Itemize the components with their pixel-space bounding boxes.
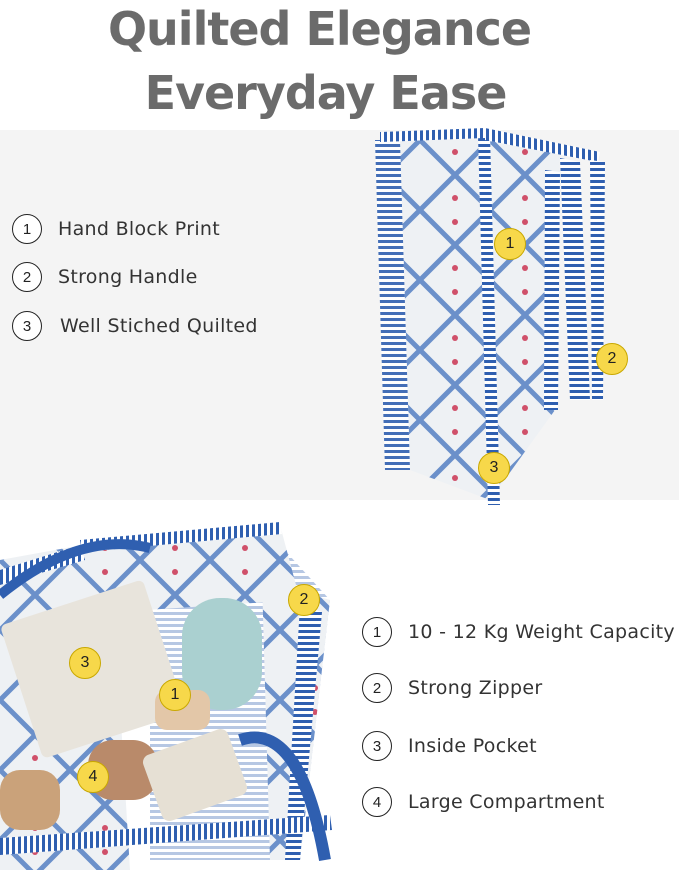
feature-number-badge: 2 — [12, 262, 42, 292]
headline-line-1: Quilted Elegance — [107, 2, 532, 56]
feature-label: Strong Zipper — [408, 677, 543, 699]
bottom-feature-3: 3 Inside Pocket — [362, 731, 537, 761]
feature-number-badge: 2 — [362, 673, 392, 703]
bottom-feature-4: 4 Large Compartment — [362, 787, 605, 817]
headline-line-2: Everyday Ease — [144, 66, 508, 120]
feature-label: Well Stiched Quilted — [60, 315, 258, 337]
feature-label: Inside Pocket — [408, 735, 537, 757]
marker-strong-zipper: 2 — [288, 584, 320, 616]
feature-number-badge: 3 — [12, 311, 42, 341]
feature-label: 10 - 12 Kg Weight Capacity — [408, 621, 675, 643]
top-feature-2: 2 Strong Handle — [12, 262, 198, 292]
feature-number-badge: 1 — [362, 617, 392, 647]
bottom-feature-2: 2 Strong Zipper — [362, 673, 543, 703]
feature-number-badge: 4 — [362, 787, 392, 817]
feature-label: Large Compartment — [408, 791, 605, 813]
feature-number-badge: 1 — [12, 214, 42, 244]
top-feature-3: 3 Well Stiched Quilted — [12, 311, 258, 341]
marker-weight-capacity: 1 — [159, 679, 191, 711]
marker-strong-handle: 2 — [596, 343, 628, 375]
marker-stitched-quilted: 3 — [478, 452, 510, 484]
marker-large-compartment: 4 — [77, 761, 109, 793]
feature-label: Strong Handle — [58, 266, 198, 288]
feature-label: Hand Block Print — [58, 218, 221, 240]
top-feature-1: 1 Hand Block Print — [12, 214, 220, 244]
bottom-feature-1: 1 10 - 12 Kg Weight Capacity — [362, 617, 675, 647]
marker-hand-block-print: 1 — [494, 228, 526, 260]
marker-inside-pocket: 3 — [69, 647, 101, 679]
feature-number-badge: 3 — [362, 731, 392, 761]
